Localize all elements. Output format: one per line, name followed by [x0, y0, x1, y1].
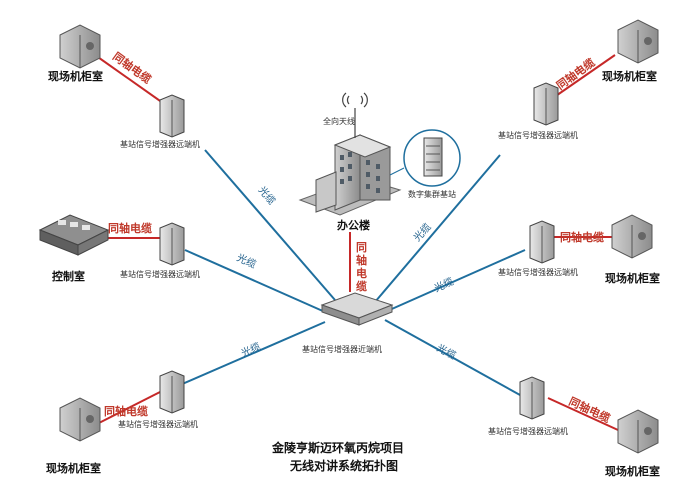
fiber-line-mid-left: [184, 249, 326, 313]
fiber-line-top-right: [374, 154, 501, 303]
remote-label-top-right: 基站信号增强器远端机: [498, 130, 578, 140]
remote-label-top-left: 基站信号增强器远端机: [120, 139, 200, 149]
remote-unit-icon-control: [159, 222, 185, 266]
site-building-icon-bottom-left: [59, 397, 101, 442]
remote-unit-icon-bottom-right: [519, 376, 545, 420]
coax-line-top-left: [94, 54, 164, 104]
office-coax-char-3: 电: [356, 266, 367, 280]
site-building-icon-top-left: [59, 24, 101, 69]
coax-label-mid-right: 同轴电缆: [560, 230, 604, 244]
remote-unit-icon-top-left: [159, 94, 185, 138]
antenna-icon: [342, 92, 368, 138]
remote-unit-icon-mid-right: [529, 220, 555, 264]
remote-label-mid-right: 基站信号增强器远端机: [498, 267, 578, 277]
coax-label-bottom-right: 同轴电缆: [567, 394, 613, 425]
coax-label-control: 同轴电缆: [108, 221, 152, 235]
remote-unit-icon-bottom-left: [159, 370, 185, 414]
site-building-icon-top-right: [617, 19, 659, 64]
office-label: 办公楼: [337, 218, 370, 232]
remote-label-control: 基站信号增强器远端机: [120, 269, 200, 279]
site-label-top-left: 现场机柜室: [48, 69, 103, 83]
fiber-lines: [179, 149, 526, 396]
site-label-top-right: 现场机柜室: [602, 69, 657, 83]
office-coax-char-2: 轴: [356, 253, 367, 267]
antenna-label: 全向天线: [323, 116, 355, 126]
coax-line-bottom-right: [547, 397, 619, 431]
coax-label-top-right: 同轴电缆: [554, 55, 598, 92]
site-label-mid-right: 现场机柜室: [605, 271, 660, 285]
base-station-icon: [389, 129, 461, 187]
site-label-bottom-left: 现场机柜室: [46, 461, 101, 475]
fiber-line-mid-right: [384, 249, 526, 313]
fiber-label-top-right: 光缆: [411, 220, 434, 244]
base-station-label: 数字集群基站: [408, 189, 456, 199]
diagram-title-line2: 无线对讲系统拓扑图: [289, 458, 398, 473]
coax-line-bottom-left: [94, 391, 161, 426]
fiber-label-mid-left: 光缆: [235, 251, 259, 271]
fiber-line-bottom-right: [384, 319, 521, 396]
site-building-icon-mid-right: [611, 214, 653, 259]
office-building-icon: [298, 134, 402, 216]
fiber-label-mid-right: 光缆: [432, 275, 456, 295]
office-coax-char-4: 缆: [356, 279, 367, 293]
hub-device-icon: [320, 292, 394, 326]
coax-line-top-right: [549, 54, 616, 101]
office-coax-char-1: 同: [356, 241, 367, 254]
control-room-label: 控制室: [52, 269, 85, 283]
control-room-console-icon: [38, 214, 110, 256]
site-building-icon-bottom-right: [617, 409, 659, 454]
hub-label: 基站信号增强器近端机: [302, 344, 382, 354]
coax-lines: [94, 54, 619, 431]
site-label-bottom-right: 现场机柜室: [605, 464, 660, 478]
remote-label-bottom-left: 基站信号增强器远端机: [118, 419, 198, 429]
fiber-label-top-left: 光缆: [256, 184, 279, 208]
remote-unit-icon-top-right: [533, 82, 559, 126]
diagram-title-line1: 金陵亨斯迈环氧丙烷项目: [271, 440, 404, 455]
remote-label-bottom-right: 基站信号增强器远端机: [488, 426, 568, 436]
fiber-line-bottom-left: [179, 321, 326, 386]
office-coax-label: 同 轴 电 缆: [356, 241, 367, 293]
fiber-label-bottom-left: 光缆: [239, 340, 263, 360]
fiber-line-top-left: [204, 149, 336, 301]
coax-label-bottom-left: 同轴电缆: [104, 404, 148, 418]
